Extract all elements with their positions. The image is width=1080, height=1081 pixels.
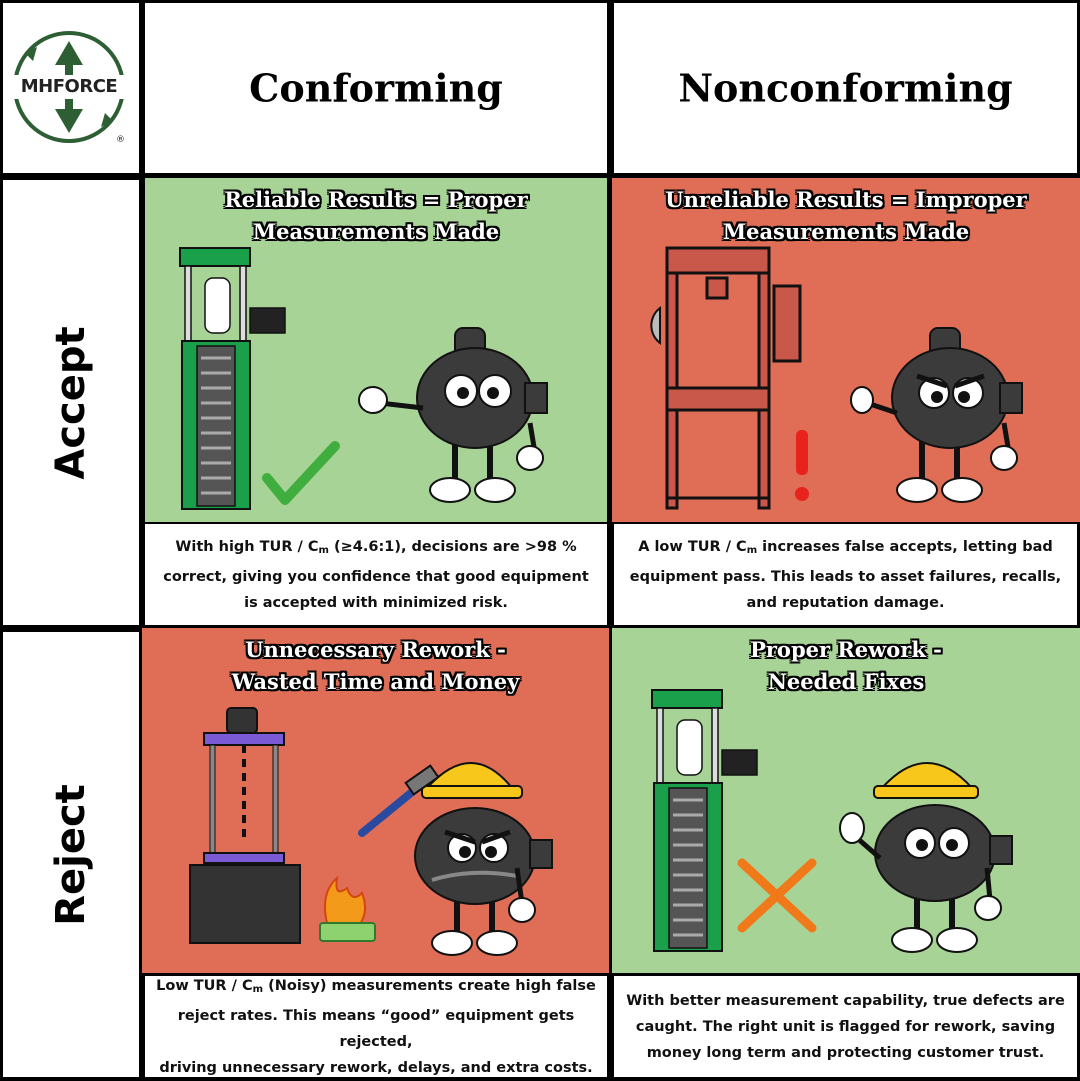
header-nonconforming-label: Nonconforming [678, 65, 1013, 111]
desc-sub: m [252, 983, 264, 995]
wrench-screwdriver-icon [737, 858, 817, 933]
mascot-thumbs-up-icon [358, 327, 548, 503]
desc-reject-nonconforming: With better measurement capability, true… [614, 976, 1077, 1077]
desc-line1: With high TUR / C [175, 538, 319, 555]
panel-accept-nonconforming: Unreliable Results = Improper Measuremen… [612, 178, 1080, 522]
desc-accept-nonconforming: A low TUR / Cm increases false accepts, … [614, 524, 1077, 625]
desc-line2: correct, giving you confidence that good… [163, 568, 589, 585]
hammer-icon [358, 784, 421, 837]
panel-title: Unnecessary Rework - Wasted Time and Mon… [142, 634, 609, 698]
desc-line2: caught. The right unit is flagged for re… [635, 1018, 1056, 1035]
desc-line1-rest: (Noisy) measurements create high false [263, 977, 596, 994]
title-line1: Unnecessary Rework - [245, 637, 506, 662]
header-conforming: Conforming [145, 3, 607, 173]
exclamation-icon [796, 430, 808, 475]
row-reject: Reject [3, 632, 139, 1077]
desc-line3: money long term and protecting customer … [646, 1044, 1045, 1061]
panel-accept-conforming: Reliable Results = Proper Measurements M… [145, 178, 607, 522]
row-reject-label: Reject [48, 783, 94, 926]
desc-sub: m [318, 544, 329, 556]
desc-text: Low TUR / Cm (Noisy) measurements create… [155, 973, 597, 1081]
panel-reject-conforming: Unnecessary Rework - Wasted Time and Mon… [142, 628, 609, 973]
burning-money-icon [319, 875, 376, 942]
desc-text: With better measurement capability, true… [624, 988, 1067, 1066]
header-conforming-label: Conforming [249, 65, 503, 111]
logo-cell: MHFORCE ® [3, 3, 139, 173]
desc-line1: A low TUR / C [638, 538, 747, 555]
broken-machine-icon [665, 246, 802, 510]
desc-line1-rest: increases false accepts, letting bad [757, 538, 1053, 555]
row-accept: Accept [3, 180, 139, 625]
calibration-machine-icon [651, 689, 758, 952]
desc-line3: driving unnecessary rework, delays, and … [159, 1059, 593, 1076]
mhforce-logo [13, 31, 125, 143]
panel-illustration [189, 707, 553, 956]
logo-text: MHFORCE [20, 76, 118, 97]
desc-text: With high TUR / Cm (≥4.6:1), decisions a… [155, 534, 597, 616]
desc-accept-conforming: With high TUR / Cm (≥4.6:1), decisions a… [145, 524, 607, 625]
desc-line2: reject rates. This means “good” equipmen… [177, 1007, 575, 1050]
header-nonconforming: Nonconforming [614, 3, 1077, 173]
panel-reject-nonconforming: Proper Rework - Needed Fixes [612, 628, 1080, 973]
mascot-angry-icon [850, 327, 1023, 503]
desc-text: A low TUR / Cm increases false accepts, … [624, 534, 1067, 616]
title-line2: Measurements Made [252, 219, 500, 244]
title-line2: Needed Fixes [767, 669, 925, 694]
panel-illustration [651, 689, 1013, 953]
desc-line2: equipment pass. This leads to asset fail… [629, 568, 1062, 585]
panel-title: Reliable Results = Proper Measurements M… [145, 184, 607, 248]
title-line1: Proper Rework - [750, 637, 942, 662]
panel-illustration [179, 247, 548, 510]
mascot-hardhat-angry-icon [358, 762, 553, 956]
desc-reject-conforming: Low TUR / Cm (Noisy) measurements create… [145, 976, 607, 1077]
calibration-machine-icon [179, 247, 286, 510]
desc-line1-rest: (≥4.6:1), decisions are >98 % [328, 538, 577, 555]
panel-title: Unreliable Results = Improper Measuremen… [612, 184, 1080, 248]
title-line2: Measurements Made [722, 219, 970, 244]
panel-title: Proper Rework - Needed Fixes [612, 634, 1080, 698]
broken-dial-icon [650, 305, 661, 346]
logo-registered: ® [116, 135, 125, 145]
desc-line1: Low TUR / C [156, 977, 253, 994]
desc-sub: m [746, 544, 758, 556]
desc-line3: and reputation damage. [746, 594, 945, 611]
row-accept-label: Accept [48, 325, 94, 480]
title-line1: Reliable Results = Proper [224, 187, 528, 212]
title-line1: Unreliable Results = Improper [665, 187, 1027, 212]
desc-line3: is accepted with minimized risk. [244, 594, 508, 611]
mascot-hardhat-ok-icon [839, 762, 1013, 953]
check-icon [262, 441, 340, 505]
test-frame-machine-icon [189, 707, 301, 944]
panel-illustration [650, 246, 1023, 510]
desc-line1: With better measurement capability, true… [626, 992, 1065, 1009]
title-line2: Wasted Time and Money [231, 669, 520, 694]
